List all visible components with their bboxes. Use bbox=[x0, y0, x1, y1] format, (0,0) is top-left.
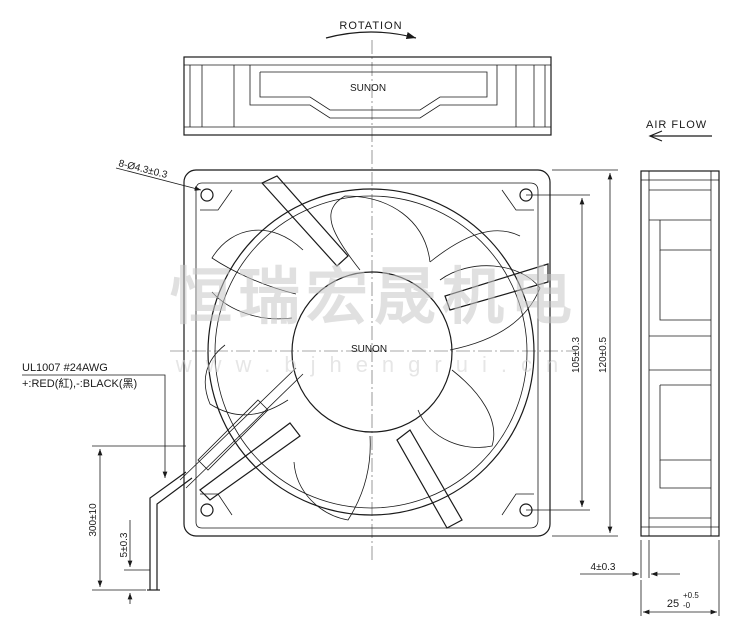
watermark-url: www.bjhengrui.cn bbox=[175, 352, 572, 377]
dim-300-label: 300±10 bbox=[88, 503, 99, 537]
dim-120-label: 120±0.5 bbox=[598, 337, 609, 374]
air-flow-indicator: AIR FLOW bbox=[646, 119, 712, 142]
wire-spec-callout: UL1007 #24AWG +:RED(紅),-:BLACK(黑) bbox=[22, 362, 168, 478]
dim-4-label: 4±0.3 bbox=[591, 562, 616, 573]
top-view: ROTATION SUNON bbox=[183, 20, 552, 150]
dim-25-tol-upper: +0.5 bbox=[683, 591, 699, 600]
frame-spokes bbox=[199, 175, 549, 529]
wire-colors-label: +:RED(紅),-:BLACK(黑) bbox=[22, 377, 137, 390]
dim-4: 4±0.3 bbox=[580, 540, 680, 578]
air-flow-label: AIR FLOW bbox=[646, 119, 707, 131]
hole-spec-label: 8-Ø4.3±0.3 bbox=[117, 158, 169, 181]
top-brand-label: SUNON bbox=[350, 83, 386, 94]
hole-spec-callout: 8-Ø4.3±0.3 bbox=[115, 158, 202, 191]
dim-5-label: 5±0.3 bbox=[119, 532, 130, 557]
dim-5: 5±0.3 bbox=[119, 520, 150, 604]
fan-hub bbox=[291, 271, 453, 433]
dim-25-label: 25 bbox=[667, 598, 679, 610]
dim-120: 120±0.5 bbox=[552, 169, 618, 537]
dim-25-tol-lower: -0 bbox=[683, 601, 691, 610]
dim-25: 25 +0.5 -0 bbox=[640, 540, 720, 616]
dim-300: 300±10 bbox=[88, 445, 186, 591]
dim-105: 105±0.3 bbox=[526, 194, 590, 511]
watermark-text: 恒瑞宏晟机电 bbox=[170, 260, 578, 333]
front-view: SUNON 8-Ø4.3±0.3 UL1007 #24AWG +:RED(紅),… bbox=[22, 150, 618, 604]
side-view bbox=[640, 170, 720, 537]
dim-105-label: 105±0.3 bbox=[571, 337, 582, 374]
watermark: 恒瑞宏晟机电 www.bjhengrui.cn bbox=[170, 260, 578, 377]
wire-spec-label: UL1007 #24AWG bbox=[22, 362, 108, 374]
lead-wire bbox=[147, 367, 304, 591]
rotation-label: ROTATION bbox=[339, 20, 402, 32]
hub-brand-label: SUNON bbox=[351, 344, 387, 355]
